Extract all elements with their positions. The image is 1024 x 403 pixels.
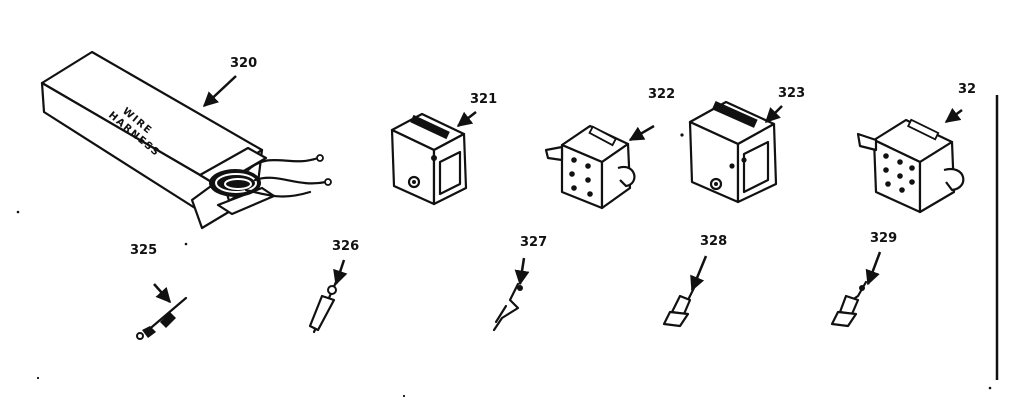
leader-321 bbox=[456, 111, 477, 127]
terminal-328 bbox=[662, 286, 696, 328]
label-323: 323 bbox=[778, 86, 805, 101]
label-325: 325 bbox=[130, 243, 157, 258]
leader-325 bbox=[153, 283, 171, 304]
terminal-327 bbox=[492, 282, 523, 332]
label-327: 327 bbox=[520, 235, 547, 250]
leader-328 bbox=[690, 255, 708, 292]
leader-323 bbox=[764, 105, 783, 124]
wire-harness-box: WIRE HARNESS bbox=[40, 50, 332, 230]
label-329: 329 bbox=[870, 231, 897, 246]
leader-329 bbox=[865, 251, 882, 286]
label-326: 326 bbox=[332, 239, 359, 254]
connector-322 bbox=[544, 124, 636, 210]
terminal-326 bbox=[308, 280, 338, 334]
label-320: 320 bbox=[230, 56, 257, 71]
terminal-325 bbox=[136, 296, 188, 340]
leader-320 bbox=[202, 75, 237, 108]
connector-324 bbox=[856, 118, 965, 214]
leader-322 bbox=[628, 124, 655, 142]
connector-323 bbox=[688, 100, 778, 204]
label-324: 32 bbox=[958, 82, 976, 97]
leader-326 bbox=[333, 259, 348, 286]
label-328: 328 bbox=[700, 234, 727, 249]
label-321: 321 bbox=[470, 92, 497, 107]
connector-321 bbox=[390, 112, 468, 206]
leader-327 bbox=[514, 257, 530, 286]
leader-324 bbox=[944, 107, 963, 123]
terminal-329 bbox=[830, 280, 868, 328]
label-322: 322 bbox=[648, 87, 675, 102]
